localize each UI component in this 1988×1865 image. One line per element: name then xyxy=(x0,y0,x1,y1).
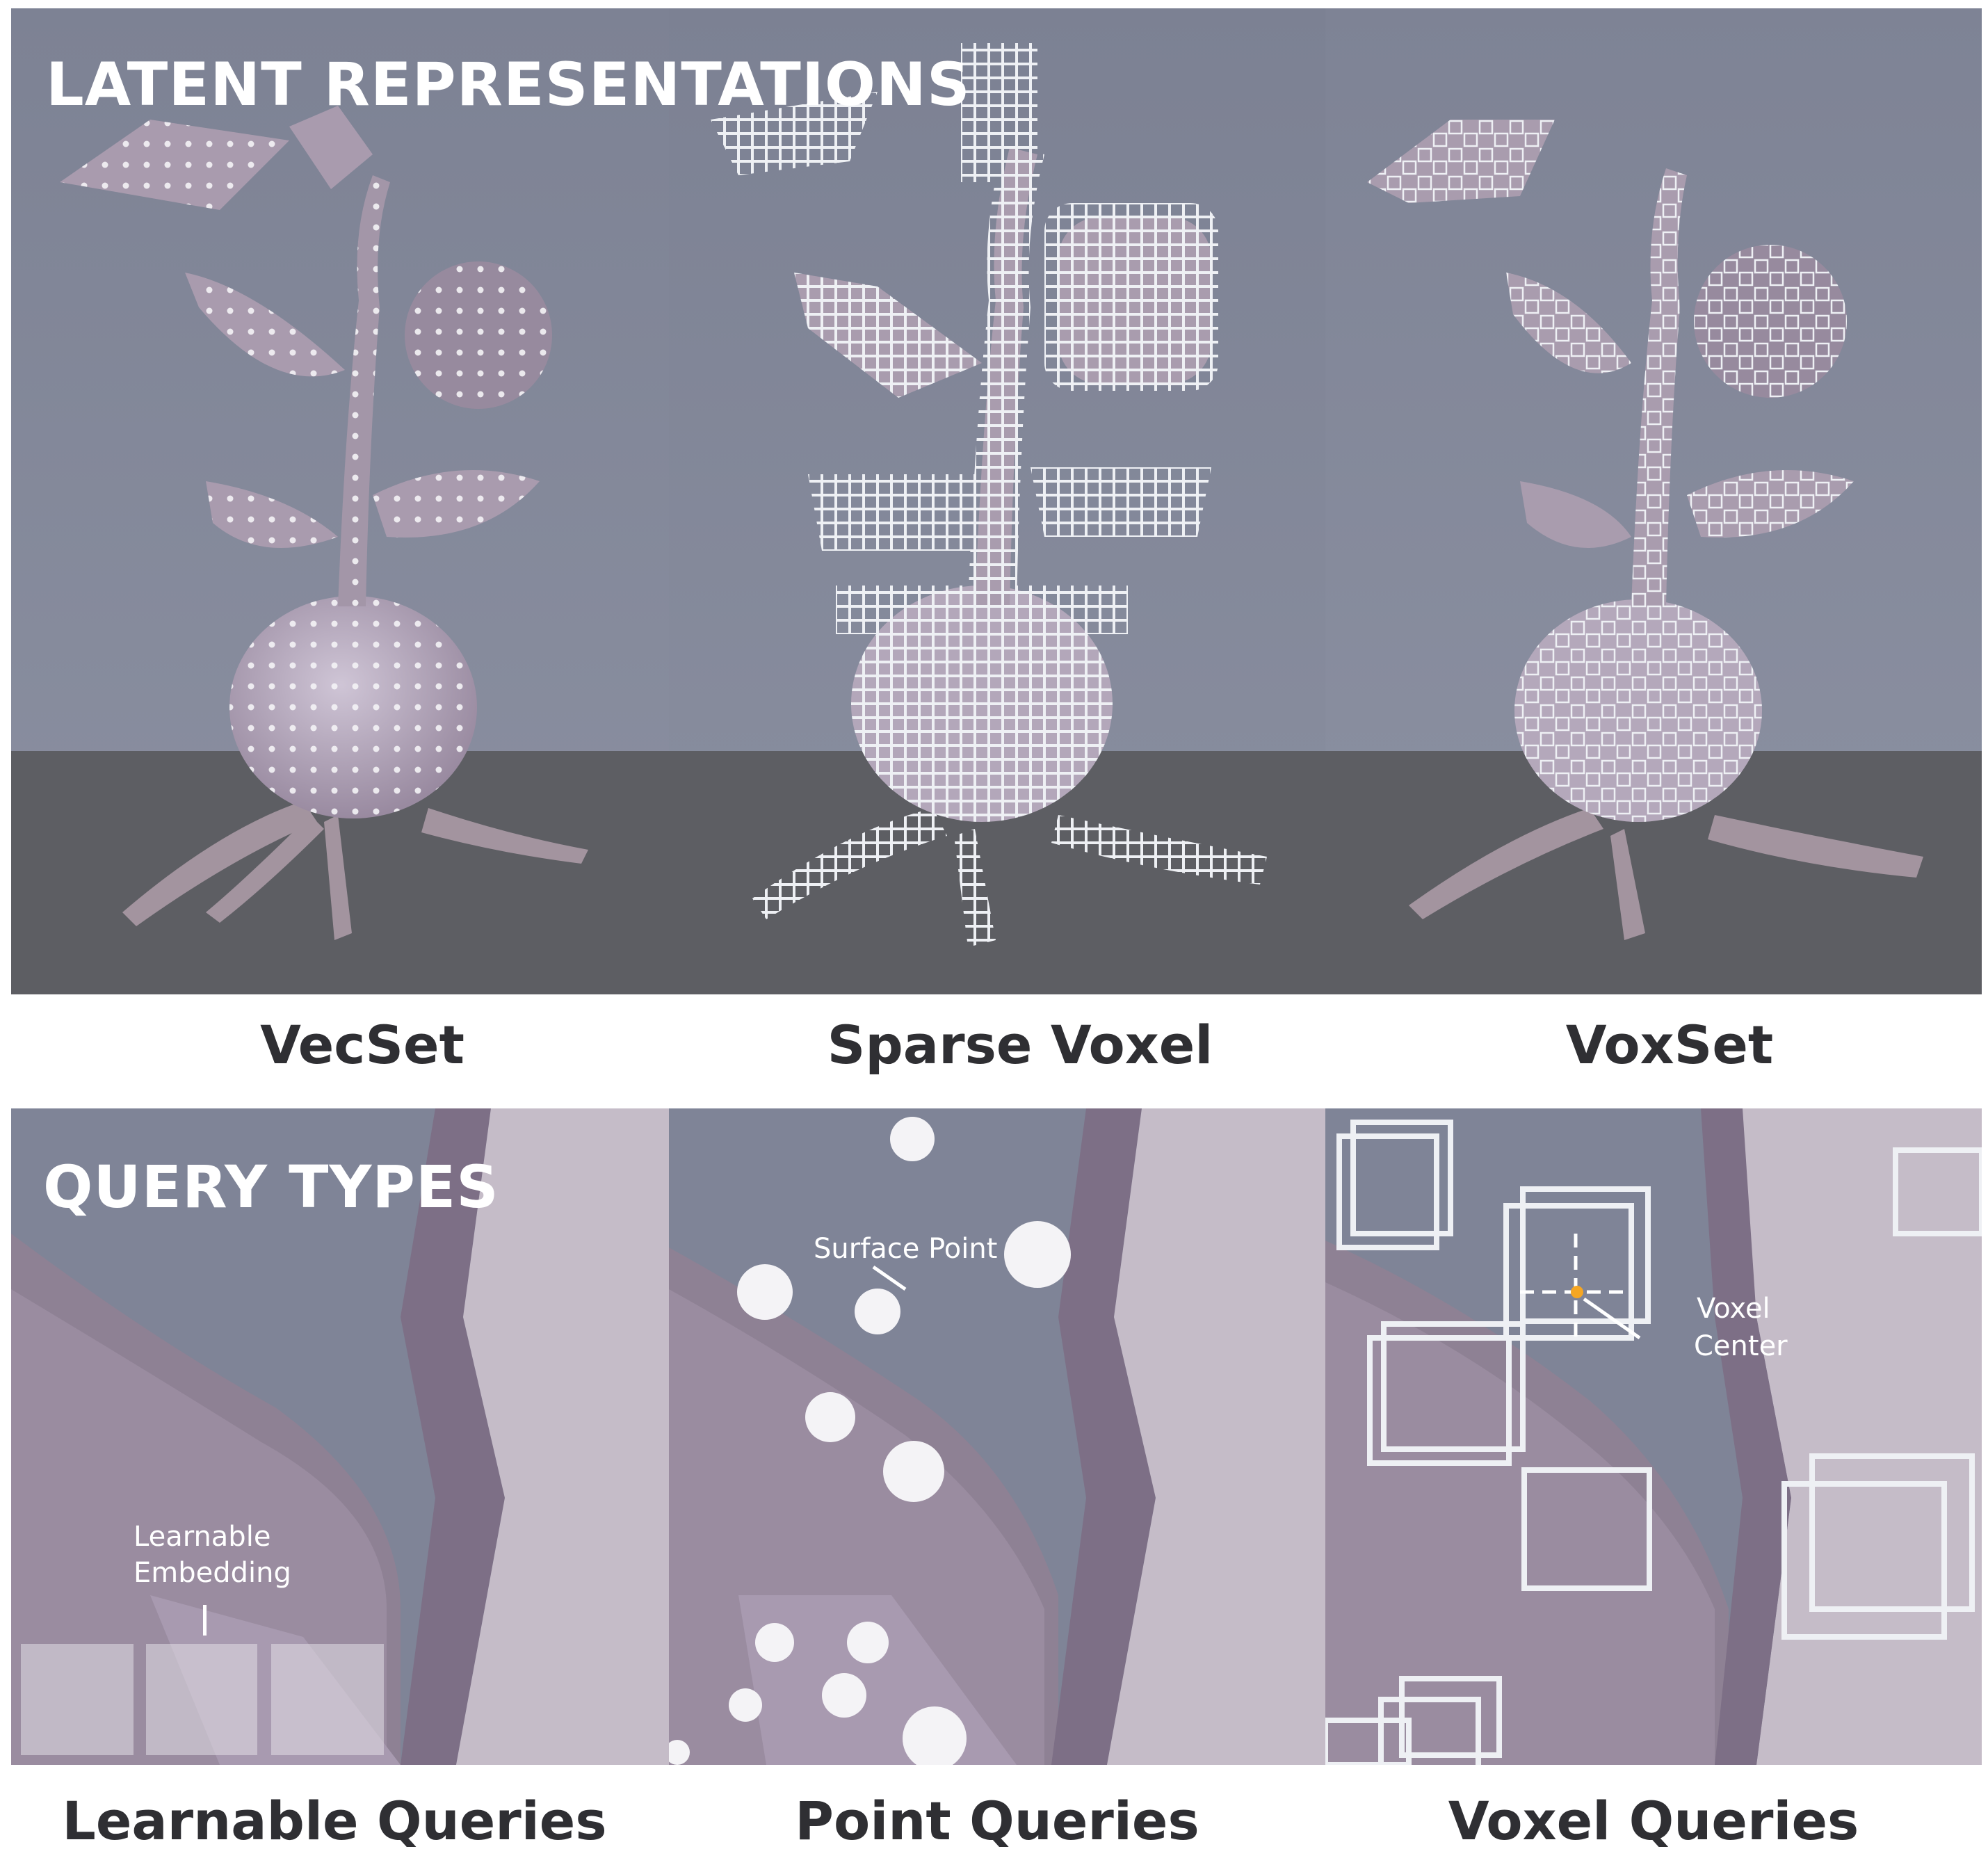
learnable-embedding-label-line2: Embedding xyxy=(134,1557,291,1589)
point-queries-closeup xyxy=(669,1108,1325,1765)
learnable-embedding-square-2 xyxy=(146,1644,257,1755)
voxel-center-label-line1: Voxel xyxy=(1697,1293,1770,1325)
query-types-title: QUERY TYPES xyxy=(43,1153,499,1221)
voxel-center-label-line2: Center xyxy=(1694,1330,1788,1362)
learnable-embedding-label-line1: Learnable xyxy=(134,1521,271,1553)
point-queries-panel xyxy=(669,1108,1325,1765)
vecset-plant xyxy=(60,106,588,940)
voxel-wireframes xyxy=(1325,1120,1982,1765)
learnable-embedding-square-1 xyxy=(21,1644,134,1755)
vecset-render-panel xyxy=(11,8,669,994)
voxel-center-dot xyxy=(1571,1286,1583,1298)
learnable-embedding-pointer xyxy=(203,1605,207,1636)
voxset-render-panel xyxy=(1325,8,1982,994)
caption-voxset: VoxSet xyxy=(1565,1014,1774,1076)
caption-sparse-voxel: Sparse Voxel xyxy=(827,1014,1213,1076)
voxset-plant xyxy=(1367,120,1923,940)
caption-point-queries: Point Queries xyxy=(795,1790,1199,1852)
voxel-queries-panel xyxy=(1325,1108,1982,1765)
surface-point-label: Surface Point xyxy=(814,1233,998,1265)
sparse-voxel-plant xyxy=(711,43,1267,947)
voxset-plant-render xyxy=(1325,8,1982,994)
sparse-voxel-render-panel xyxy=(669,8,1325,994)
latent-representations-title: LATENT REPRESENTATIONS xyxy=(46,50,971,120)
learnable-embedding-square-3 xyxy=(271,1644,384,1755)
vecset-plant-render xyxy=(11,8,669,994)
surface-point-spheres xyxy=(669,1117,1071,1765)
voxel-queries-closeup xyxy=(1325,1108,1982,1765)
caption-vecset: VecSet xyxy=(260,1014,464,1076)
caption-voxel-queries: Voxel Queries xyxy=(1448,1790,1859,1852)
caption-learnable-queries: Learnable Queries xyxy=(62,1790,607,1852)
sparse-voxel-plant-render xyxy=(669,8,1325,994)
